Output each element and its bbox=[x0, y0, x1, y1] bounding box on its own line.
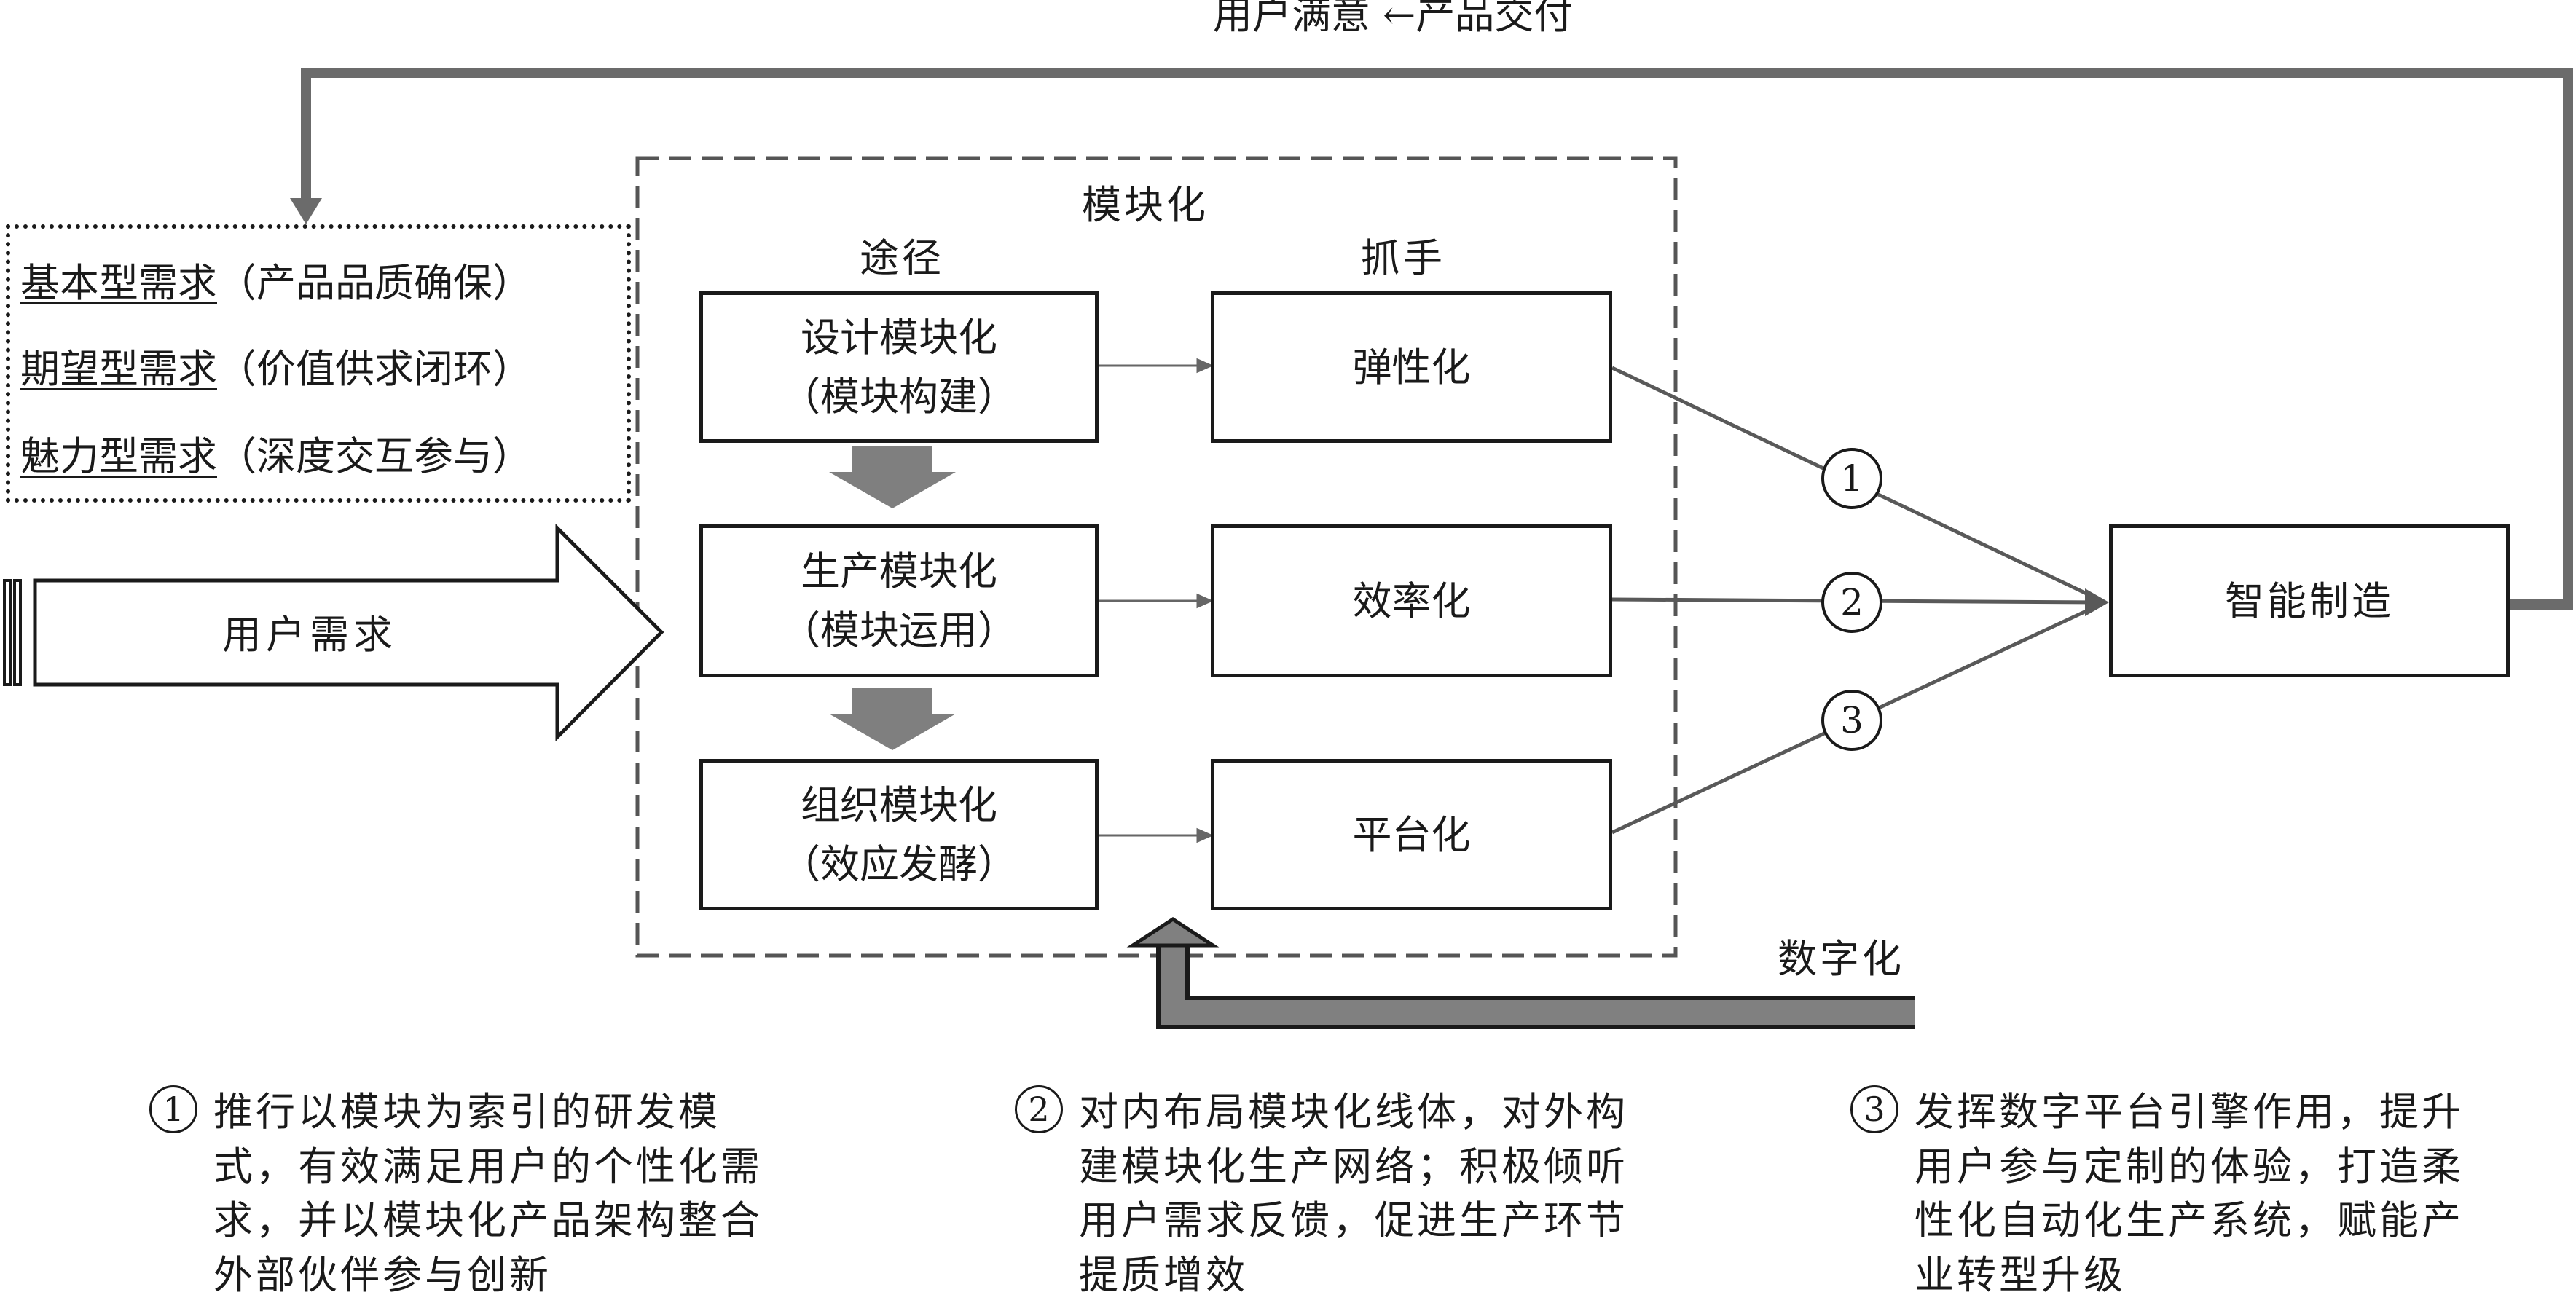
need-item-basic: 基本型需求（产品品质确保） bbox=[20, 264, 532, 303]
path-title: 设计模块化 bbox=[801, 315, 997, 361]
input-arrow bbox=[3, 523, 664, 742]
need-type: 期望型需求 bbox=[20, 346, 217, 392]
digital-feedback-arrow bbox=[1126, 917, 1915, 1029]
need-detail: （产品品质确保） bbox=[217, 260, 532, 306]
need-detail: （价值供求闭环） bbox=[217, 346, 532, 392]
feedback-loop-line bbox=[301, 68, 2573, 610]
lever-column-label: 抓手 bbox=[1361, 235, 1445, 281]
need-detail: （深度交互参与） bbox=[217, 433, 532, 479]
path-box-production: 生产模块化 （模块运用） bbox=[699, 524, 1099, 677]
path-subtitle: （效应发酵） bbox=[781, 841, 1017, 887]
link-number-1: 1 bbox=[1821, 448, 1882, 509]
path-title: 生产模块化 bbox=[801, 548, 997, 594]
feedback-loop-arrowhead bbox=[290, 198, 322, 224]
note-text: 对内布局模块化线体，对外构建模块化生产网络；积极倾听用户需求反馈，促进生产环节提… bbox=[1079, 1089, 1628, 1298]
need-type: 魅力型需求 bbox=[20, 433, 217, 479]
path-column-label: 途径 bbox=[860, 235, 944, 281]
gray-down-arrow-1 bbox=[829, 446, 956, 508]
lever-box-platform: 平台化 bbox=[1211, 759, 1612, 910]
path-title: 组织模块化 bbox=[801, 782, 997, 828]
note-text: 发挥数字平台引擎作用，提升用户参与定制的体验，打造柔性化自动化生产系统，赋能产业… bbox=[1915, 1089, 2464, 1298]
merge-arrowhead bbox=[2085, 588, 2109, 616]
path-subtitle: （模块运用） bbox=[781, 607, 1017, 653]
need-item-attractive: 魅力型需求（深度交互参与） bbox=[20, 437, 532, 476]
note-number: 3 bbox=[1850, 1085, 1898, 1133]
note-text: 推行以模块为索引的研发模式，有效满足用户的个性化需求，并以模块化产品架构整合外部… bbox=[213, 1089, 763, 1298]
output-box-intelligent-manufacturing: 智能制造 bbox=[2109, 524, 2510, 677]
note-number: 1 bbox=[149, 1085, 197, 1133]
lever-box-elasticity: 弹性化 bbox=[1211, 291, 1612, 443]
modular-group-label: 模块化 bbox=[1082, 182, 1209, 228]
link-number-3: 3 bbox=[1821, 690, 1882, 751]
note-number: 2 bbox=[1015, 1085, 1063, 1133]
gray-down-arrow-2 bbox=[829, 688, 956, 750]
needs-box bbox=[6, 224, 631, 503]
path-box-organization: 组织模块化 （效应发酵） bbox=[699, 759, 1099, 910]
feedback-label: 用户满意 ←产品交付 bbox=[1213, 0, 1574, 38]
need-type: 基本型需求 bbox=[20, 260, 217, 306]
need-item-expected: 期望型需求（价值供求闭环） bbox=[20, 350, 532, 389]
input-arrow-label: 用户需求 bbox=[222, 612, 397, 658]
path-subtitle: （模块构建） bbox=[781, 374, 1017, 420]
lever-box-efficiency: 效率化 bbox=[1211, 524, 1612, 677]
link-number-2: 2 bbox=[1821, 572, 1882, 633]
path-box-design: 设计模块化 （模块构建） bbox=[699, 291, 1099, 443]
digital-label: 数字化 bbox=[1778, 936, 1904, 982]
